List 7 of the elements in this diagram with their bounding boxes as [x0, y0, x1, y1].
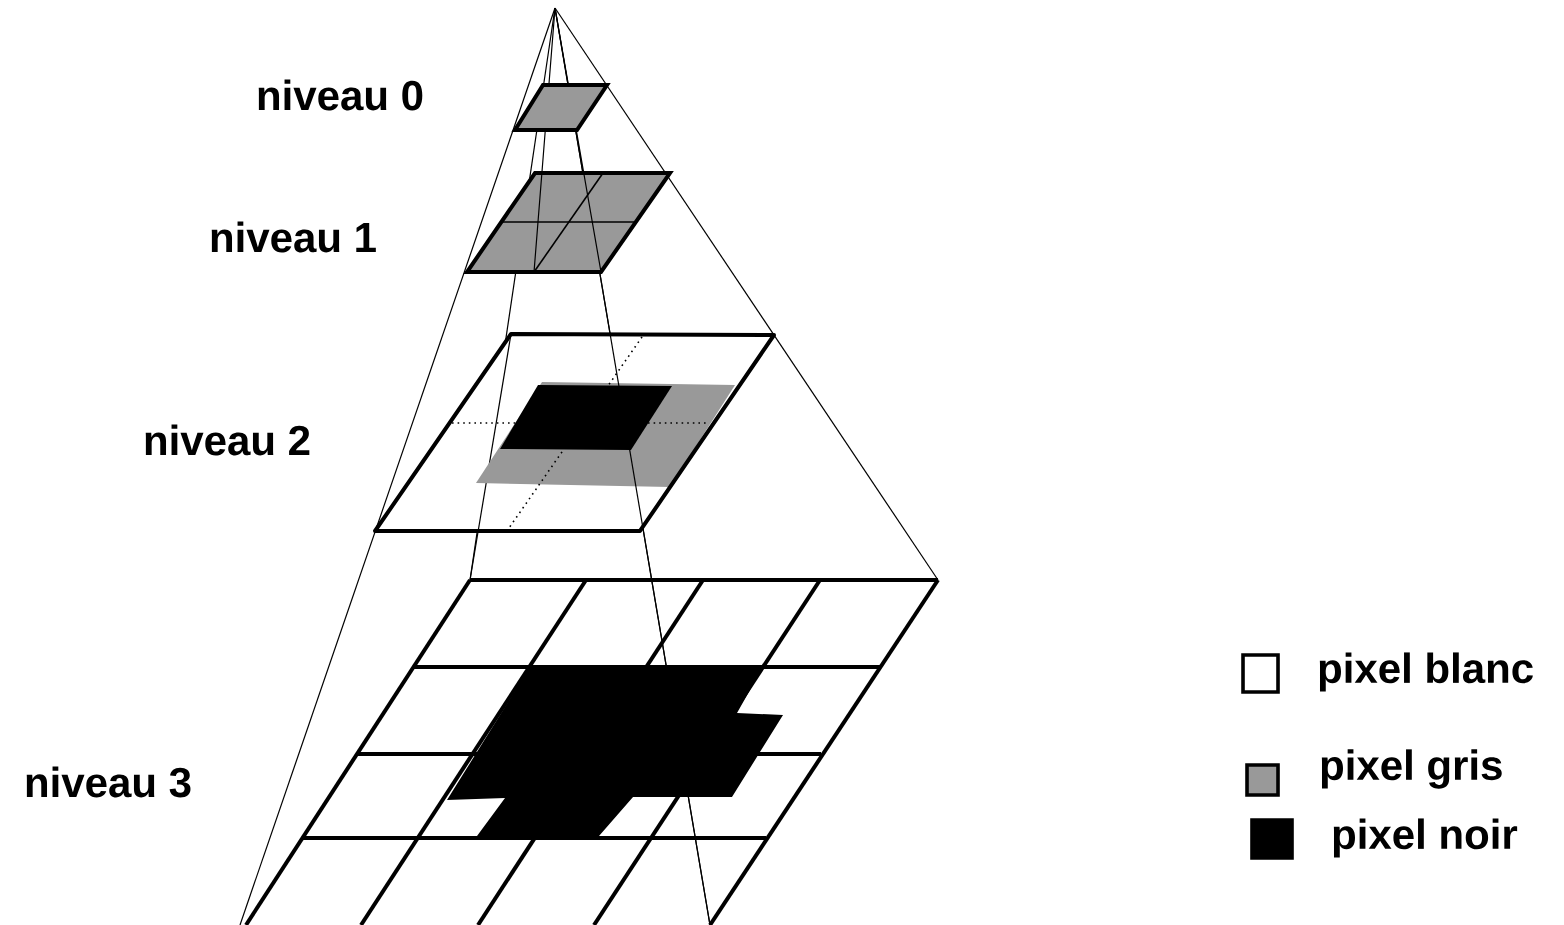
level-label: niveau 0 [258, 79, 423, 111]
legend-label: pixel noir [1333, 818, 1518, 858]
level-label: niveau 1 [211, 221, 376, 253]
level-label: niveau 2 [145, 424, 310, 456]
level-label: niveau 3 [26, 766, 191, 798]
legend-label: pixel gris [1321, 749, 1502, 789]
legend-label: pixel blanc [1319, 652, 1533, 692]
